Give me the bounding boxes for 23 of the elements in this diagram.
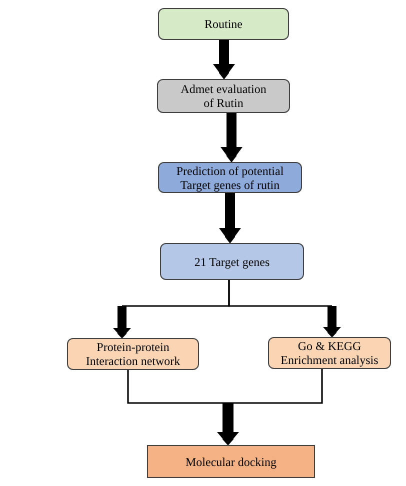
process-box [158,8,289,40]
arrow [213,40,235,79]
process-box [157,79,290,113]
box-label: Admet evaluation of Rutin [180,82,268,110]
box-label: Routine [204,17,242,31]
arrow [113,306,131,338]
arrow [220,113,242,162]
arrow [323,306,341,337]
box-label: Protein-protein Interaction network [84,340,182,368]
process-box [67,338,199,370]
process-box [268,337,391,369]
box-label: Molecular docking [186,454,276,468]
arrow [217,403,239,445]
arrow [219,193,241,243]
process-box [158,162,302,193]
connector-line [228,369,323,404]
process-box [160,243,304,280]
box-label: Go & KEGG Enrichment analysis [280,339,380,367]
box-label: Prediction of potential Target genes of rutin [175,164,285,192]
connector-line [127,370,228,404]
process-box [147,445,315,478]
connector-line [228,280,332,307]
box-label: 21 Target genes [194,254,270,268]
